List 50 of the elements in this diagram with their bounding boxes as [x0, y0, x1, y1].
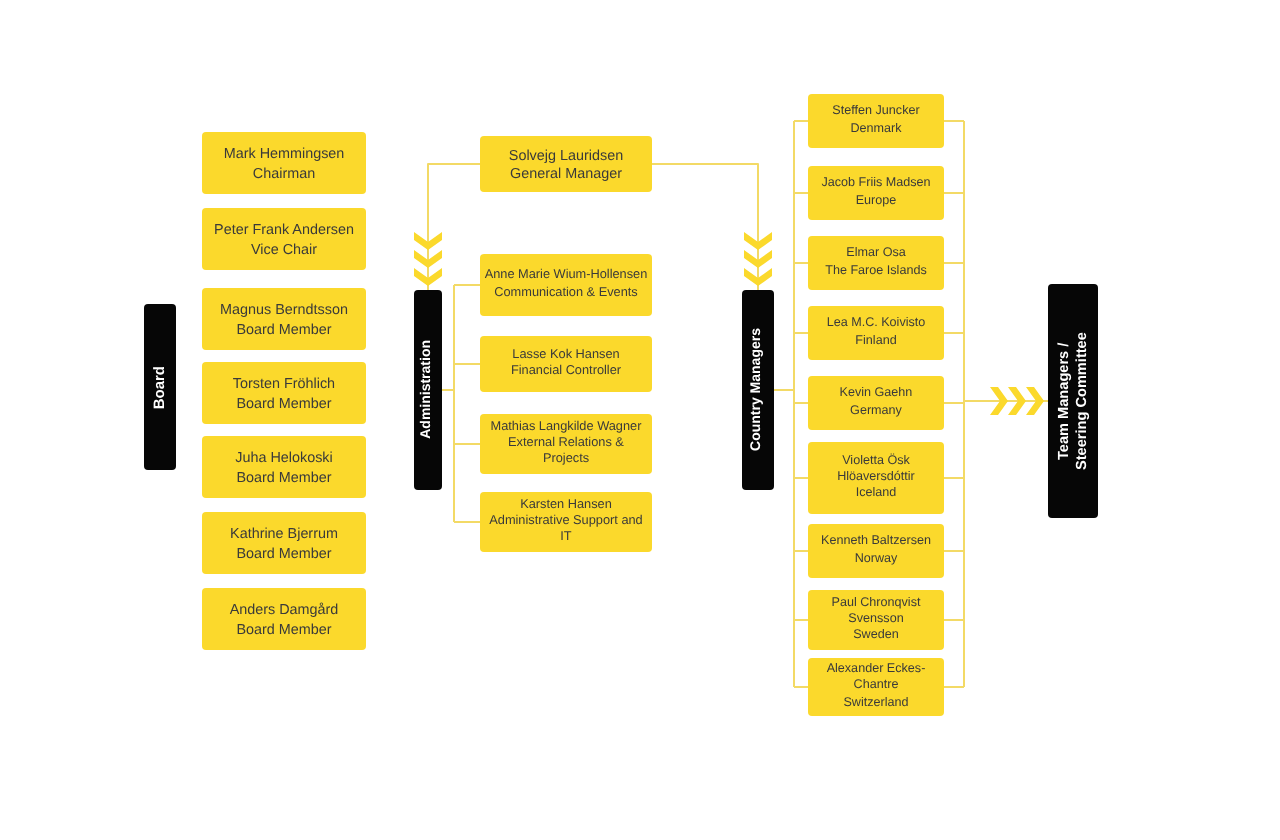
person-card: [480, 136, 652, 192]
section-bar: [742, 290, 774, 490]
person-card: [808, 590, 944, 650]
person-card: [808, 524, 944, 578]
connector-line: [793, 686, 809, 688]
connector-line: [793, 120, 809, 122]
person-card: [202, 436, 366, 498]
person-card: [480, 414, 652, 474]
person-card: [808, 442, 944, 514]
connector-line: [453, 443, 481, 445]
connector-line: [793, 332, 809, 334]
person-card: [480, 336, 652, 392]
connector-line: [943, 332, 965, 334]
connector-line: [943, 192, 965, 194]
connector-line: [943, 550, 965, 552]
person-card: [808, 166, 944, 220]
chevron-arrow: [963, 120, 1049, 688]
person-card: [202, 132, 366, 194]
person-card: [202, 288, 366, 350]
connector-line: [943, 619, 965, 621]
person-card: [202, 512, 366, 574]
connector-line: [793, 402, 809, 404]
connector-line: [453, 284, 481, 286]
section-bar: [1048, 284, 1098, 518]
connector-line: [793, 192, 809, 194]
connector-line: [793, 262, 809, 264]
section-bar: [144, 304, 176, 470]
person-card: [202, 588, 366, 650]
connector-line: [773, 120, 795, 688]
connector-line: [793, 477, 809, 479]
section-bar: [414, 290, 442, 490]
connector-line: [793, 619, 809, 621]
person-card: [808, 236, 944, 290]
connector-line: [441, 284, 455, 523]
person-card: [808, 94, 944, 148]
connector-line: [943, 477, 965, 479]
person-card: [202, 208, 366, 270]
connector-line: [943, 120, 965, 122]
connector-line: [793, 550, 809, 552]
connector-line: [943, 686, 965, 688]
person-card: [808, 306, 944, 360]
person-card: [808, 376, 944, 430]
connector-line: [943, 262, 965, 264]
connector-line: [453, 363, 481, 365]
person-card: [480, 254, 652, 316]
person-card: [202, 362, 366, 424]
person-card: [808, 658, 944, 716]
connector-line: [453, 521, 481, 523]
connector-line: [943, 402, 965, 404]
person-card: [480, 492, 652, 552]
